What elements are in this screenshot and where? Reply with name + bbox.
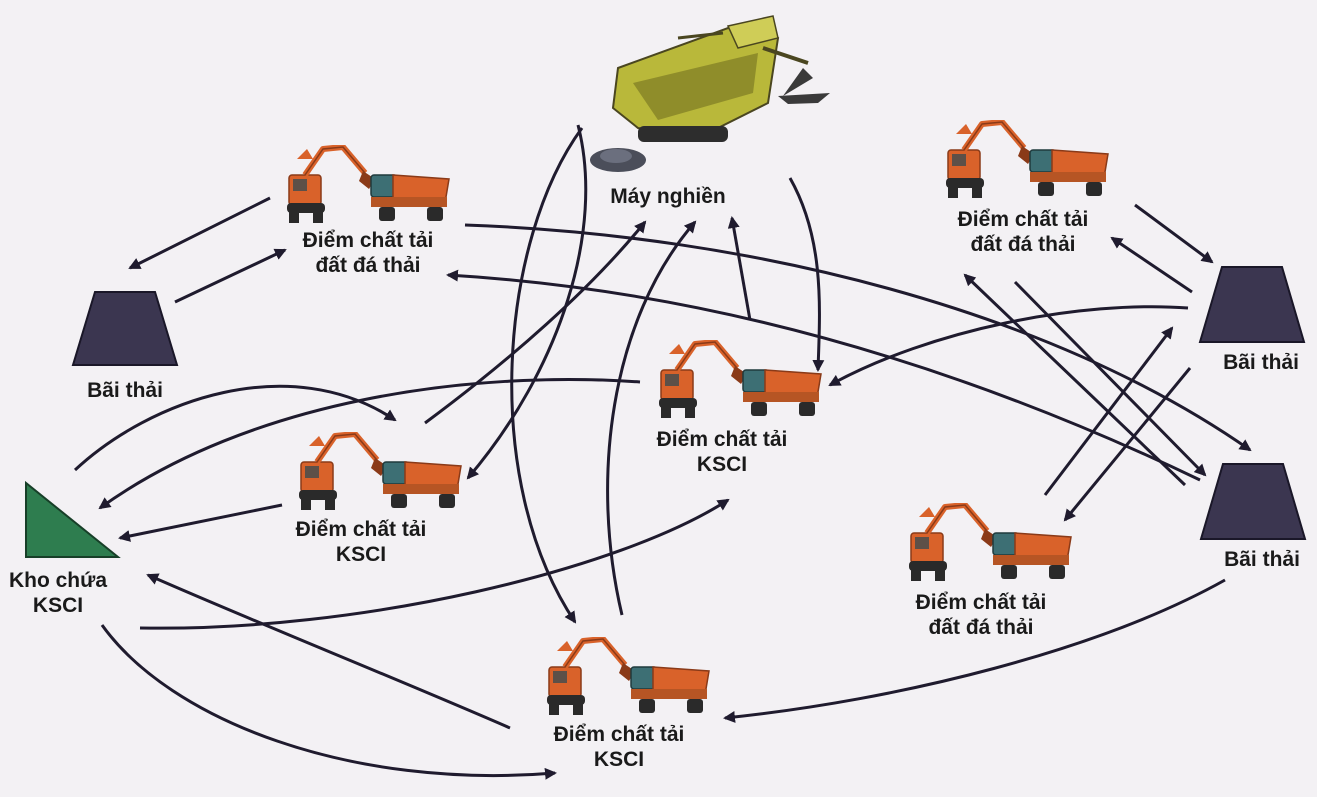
excavator-truck-icon bbox=[287, 145, 450, 223]
ore-storage-label: Kho chứa KSCI bbox=[8, 569, 108, 617]
arrow-wasteload-to-dump-left bbox=[128, 196, 271, 270]
crusher-machine-icon bbox=[590, 15, 830, 172]
arrow-dump-left-to-wasteload bbox=[174, 248, 287, 304]
waste-dump-label: Bãi thải bbox=[87, 379, 163, 402]
trapezoid-waste-dump-icon bbox=[1198, 266, 1306, 343]
arrow-ore-bottom-to-crusher bbox=[606, 220, 697, 616]
trapezoid-waste-dump-icon bbox=[71, 291, 179, 366]
arrow-dump-rt-to-wasteload-rb bbox=[1063, 367, 1192, 522]
excavator-truck-icon bbox=[299, 432, 462, 510]
arrow-ore-center-to-crusher bbox=[727, 216, 752, 321]
trapezoid-waste-dump-icon bbox=[1199, 463, 1307, 540]
excavator-truck-icon bbox=[547, 637, 710, 715]
arrow-storage-to-ore-center bbox=[139, 498, 730, 630]
ore-loading-point-center-label: Điểm chất tải KSCI bbox=[656, 428, 788, 476]
arrow-wasteload-rt-to-dump-rt bbox=[1134, 203, 1214, 264]
arrow-right-dump-bottom-to-ore-bottom bbox=[723, 578, 1226, 723]
arrow-dump-rt-to-wasteload-rt bbox=[1110, 236, 1193, 294]
excavator-truck-icon bbox=[909, 503, 1072, 581]
waste-dump-right-bottom-label: Bãi thải bbox=[1224, 548, 1300, 571]
excavator-truck-icon bbox=[659, 340, 822, 418]
waste-loading-point-label: Điểm chất tải đất đá thải bbox=[302, 229, 434, 277]
arrow-crusher-to-ore-center bbox=[788, 177, 825, 372]
excavator-truck-icon bbox=[946, 120, 1109, 198]
arrow-ore-center-to-storage bbox=[98, 378, 641, 510]
arrow-storage-to-ore-mid bbox=[73, 384, 397, 472]
arrow-right-dump-to-ore-center bbox=[828, 305, 1189, 387]
waste-loading-point-right-top-label: Điểm chất tải đất đá thải bbox=[957, 208, 1089, 256]
ore-loading-point-bottom-label: Điểm chất tải KSCI bbox=[553, 723, 685, 771]
arrow-storage-to-ore-bottom bbox=[100, 624, 557, 780]
arrow-ore-mid-to-storage bbox=[118, 503, 283, 542]
crusher-label: Máy nghiền bbox=[610, 185, 726, 208]
arrow-wasteload-to-right-dump bbox=[464, 223, 1252, 452]
arrow-wasteload-rt-to-dump-rb bbox=[1013, 280, 1207, 477]
arrow-ore-mid-to-crusher bbox=[424, 220, 647, 425]
arrow-dump-rb-to-wasteload-rt bbox=[963, 273, 1187, 487]
triangle-ore-storage-icon bbox=[25, 480, 121, 558]
ore-loading-point-mid-label: Điểm chất tải KSCI bbox=[295, 518, 427, 566]
waste-dump-right-top-label: Bãi thải bbox=[1223, 351, 1299, 374]
arrow-crusher-to-ore-mid bbox=[466, 124, 588, 480]
arrow-ore-bottom-to-storage bbox=[146, 573, 511, 730]
arrow-crusher-to-ore-bottom bbox=[510, 127, 584, 624]
waste-loading-point-right-bottom-label: Điểm chất tải đất đá thải bbox=[915, 591, 1047, 639]
